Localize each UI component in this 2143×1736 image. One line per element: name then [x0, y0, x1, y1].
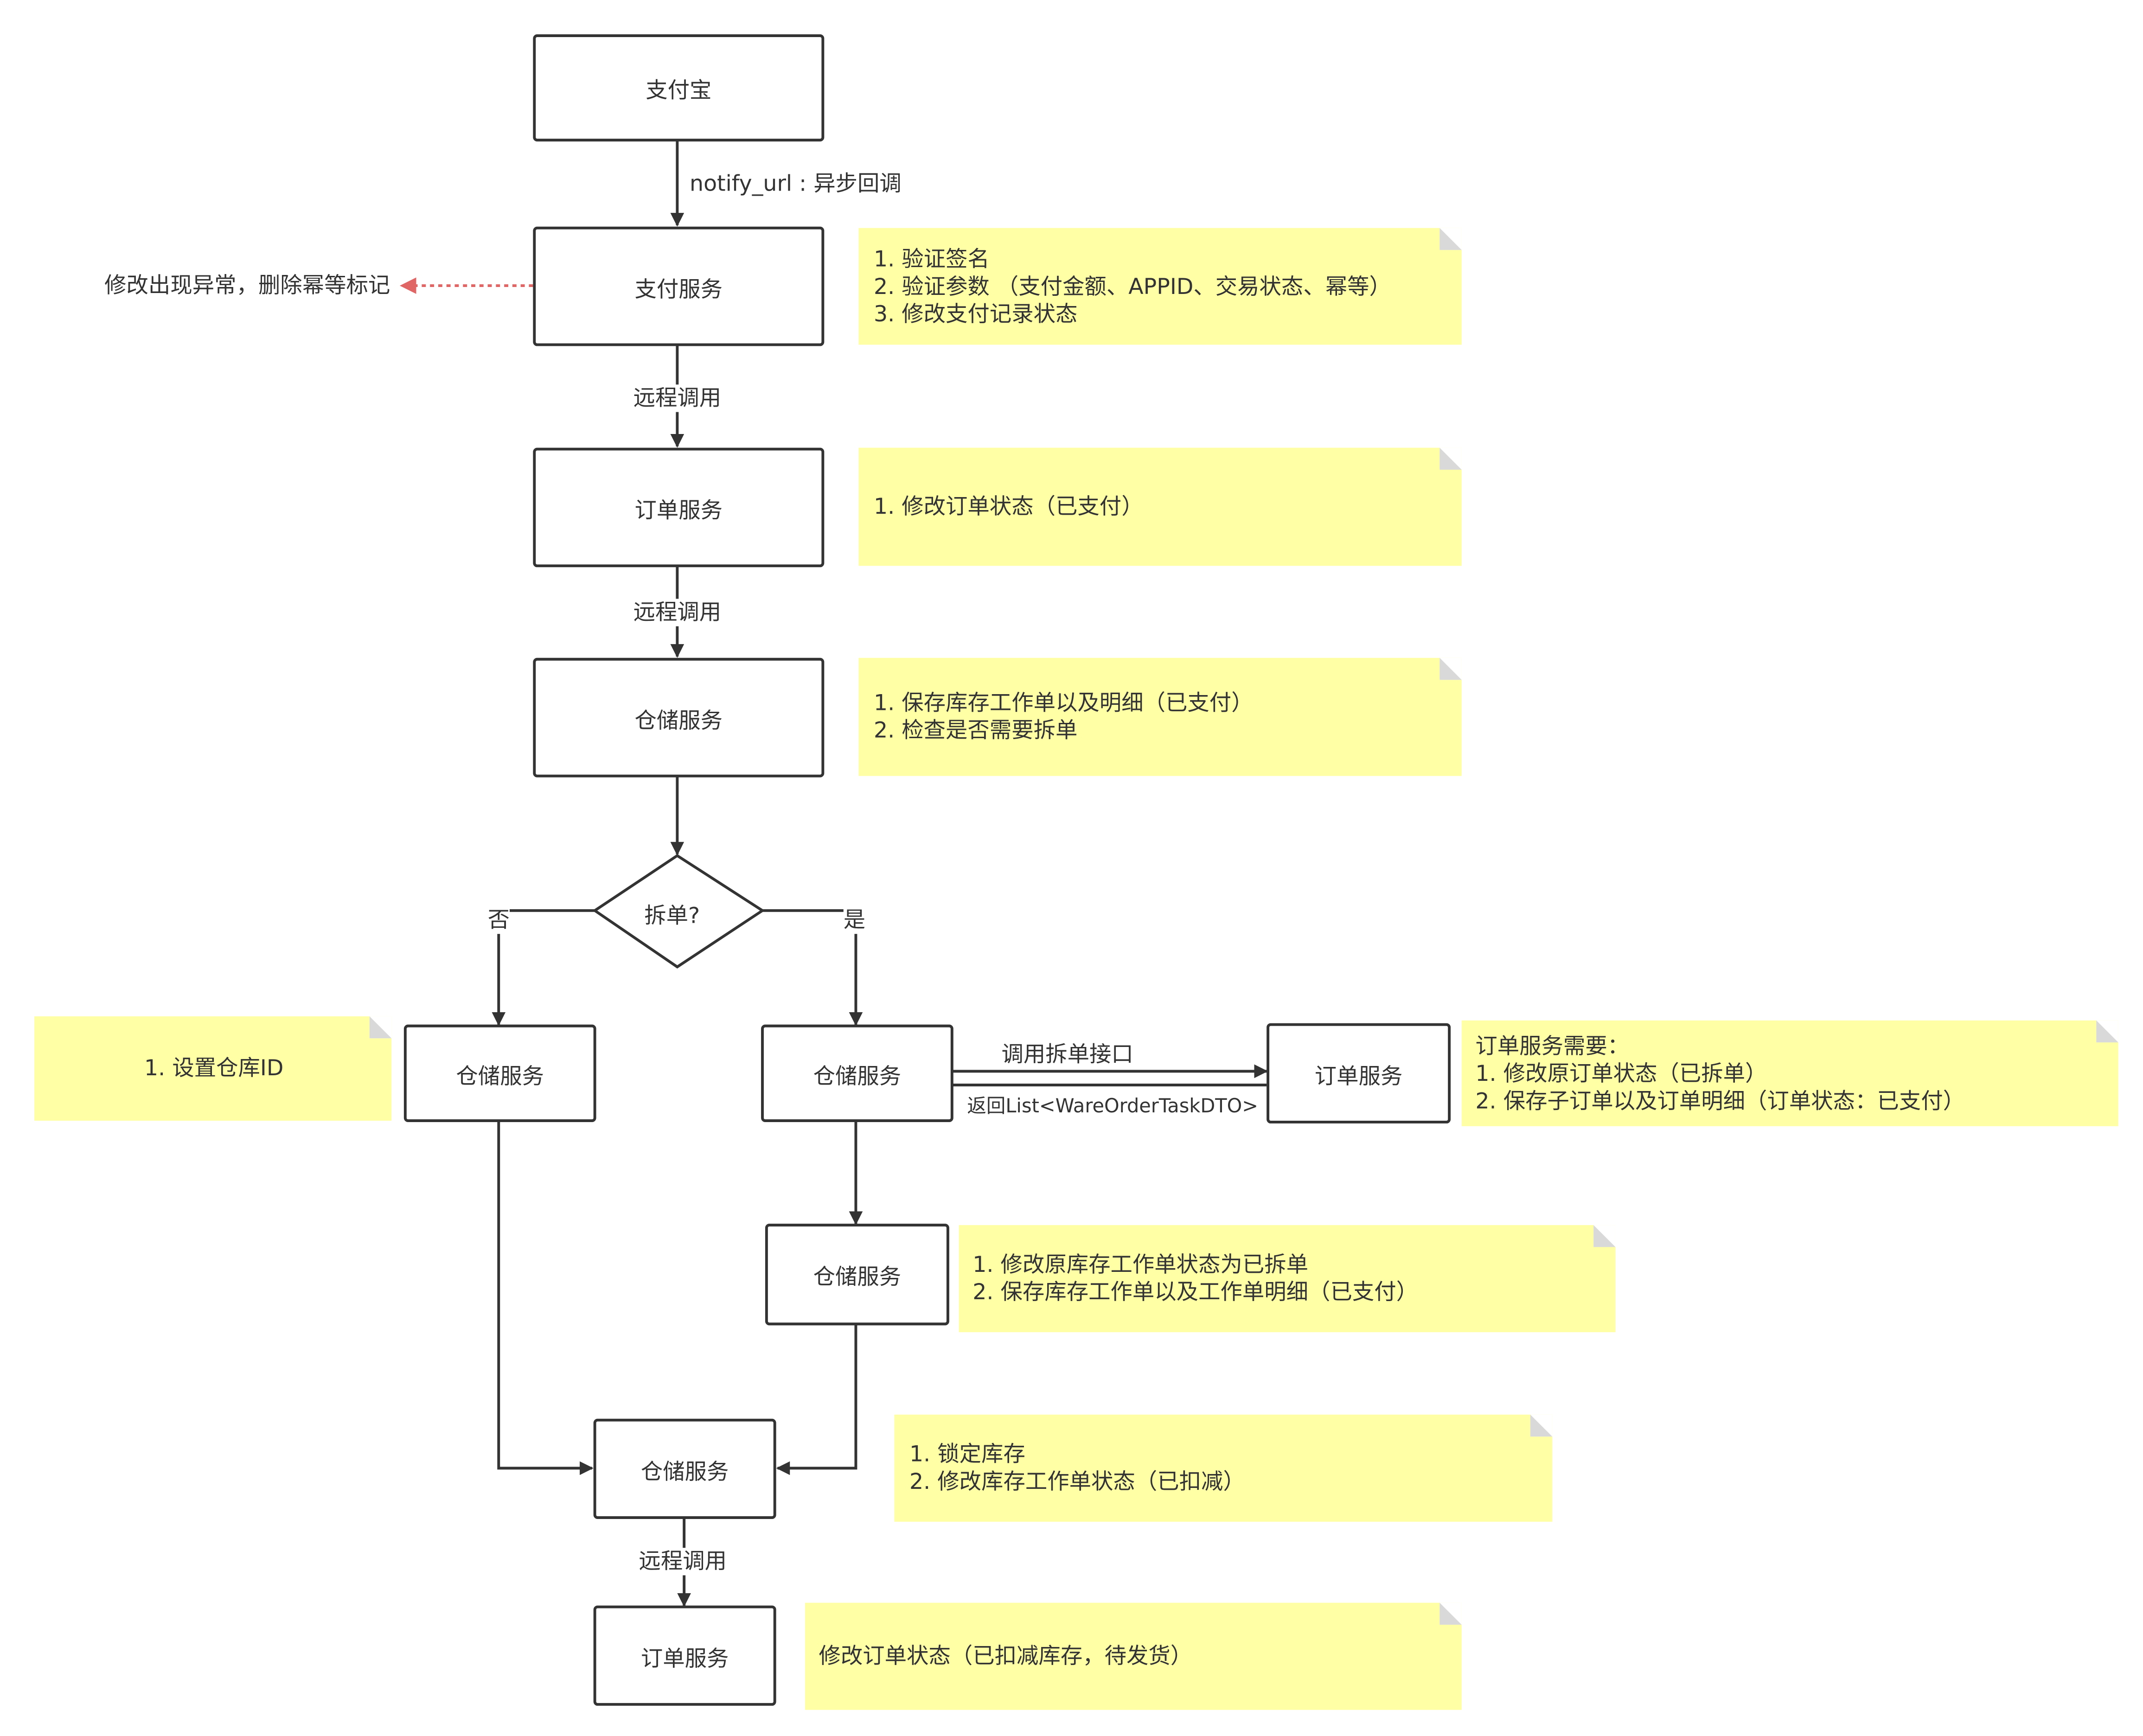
note-fold [1530, 1414, 1553, 1437]
ware-no-split-label: 仓储服务 [456, 1062, 544, 1089]
note-line: 2. 修改库存工作单状态（已扣减） [909, 1468, 1245, 1494]
note-line: 2. 保存库存工作单以及工作单明细（已支付） [972, 1278, 1419, 1305]
edge-decision-yes [762, 909, 863, 1026]
note-line: 2. 验证参数 （支付金额、APPID、交易状态、幂等） [873, 272, 1391, 299]
ware-split-2-box[interactable]: 仓储服务 [765, 1224, 949, 1326]
order-service-label: 订单服务 [634, 496, 723, 523]
note-pay: 1. 验证签名 2. 验证参数 （支付金额、APPID、交易状态、幂等） 3. … [858, 228, 1462, 345]
note-fold [369, 1016, 392, 1039]
note-final: 修改订单状态（已扣减库存，待发货） [805, 1602, 1462, 1710]
ware-split-box[interactable]: 仓储服务 [761, 1024, 953, 1122]
note-line: 1. 修改订单状态（已支付） [873, 493, 1144, 519]
pay-service-label: 支付服务 [634, 275, 723, 302]
remote-call-label-2: 远程调用 [633, 599, 722, 626]
error-note-label: 修改出现异常，删除幂等标记 [104, 272, 390, 298]
note-line: 1. 验证签名 [873, 245, 990, 271]
note-line: 订单服务需要： [1475, 1032, 1630, 1059]
note-fold [1439, 228, 1462, 250]
order-service-box[interactable]: 订单服务 [533, 447, 825, 568]
note-line: 2. 保存子订单以及订单明细（订单状态：已支付） [1475, 1087, 1965, 1113]
note-ware: 1. 保存库存工作单以及明细（已支付） 2. 检查是否需要拆单 [858, 657, 1462, 776]
note-fold [1593, 1225, 1616, 1247]
note-ware-lock: 1. 锁定库存 2. 修改库存工作单状态（已扣减） [894, 1414, 1553, 1522]
pay-service-box[interactable]: 支付服务 [533, 226, 825, 346]
note-line: 1. 设置仓库ID [144, 1054, 284, 1081]
decision-label: 拆单? [644, 902, 700, 929]
decision-diamond [592, 854, 765, 969]
note-fold [1439, 657, 1462, 680]
note-line: 3. 修改支付记录状态 [873, 300, 1078, 326]
note-ware-split-2: 1. 修改原库存工作单状态为已拆单 2. 保存库存工作单以及工作单明细（已支付） [959, 1225, 1616, 1333]
order-final-box[interactable]: 订单服务 [593, 1605, 776, 1706]
ware-service-box[interactable]: 仓储服务 [533, 657, 825, 778]
ware-lock-label: 仓储服务 [640, 1458, 729, 1484]
no-label: 否 [487, 906, 510, 934]
edge-ware2-to-lock [776, 1324, 857, 1475]
remote-call-label-1: 远程调用 [633, 384, 722, 412]
remote-call-label-3: 远程调用 [639, 1548, 727, 1576]
order-split-box[interactable]: 订单服务 [1267, 1023, 1451, 1123]
ware-split-label: 仓储服务 [813, 1062, 902, 1089]
ware-lock-box[interactable]: 仓储服务 [593, 1418, 776, 1519]
notify-label: notify_url : 异步回调 [690, 170, 902, 197]
note-no-split: 1. 设置仓库ID [34, 1016, 392, 1121]
note-fold [1439, 1602, 1462, 1625]
note-line: 1. 锁定库存 [909, 1441, 1025, 1467]
alipay-label: 支付宝 [646, 77, 712, 103]
ware-no-split-box[interactable]: 仓储服务 [403, 1024, 596, 1122]
edge-decision-no [492, 909, 595, 1026]
order-split-label: 订单服务 [1314, 1062, 1403, 1089]
note-fold [1439, 447, 1462, 470]
return-list-label: 返回List<WareOrderTaskDTO> [967, 1096, 1259, 1118]
ware-split-2-label: 仓储服务 [813, 1264, 902, 1290]
edge-nosplit-to-lock [497, 1120, 594, 1475]
note-line: 修改订单状态（已扣减库存，待发货） [819, 1642, 1193, 1669]
note-line: 1. 修改原订单状态（已拆单） [1475, 1059, 1767, 1086]
alipay-box[interactable]: 支付宝 [533, 34, 825, 142]
note-order: 1. 修改订单状态（已支付） [858, 447, 1462, 566]
note-line: 1. 修改原库存工作单状态为已拆单 [972, 1251, 1309, 1277]
note-line: 2. 检查是否需要拆单 [873, 717, 1078, 743]
ware-service-label: 仓储服务 [634, 706, 723, 733]
call-split-label: 调用拆单接口 [1001, 1041, 1133, 1067]
note-line: 1. 保存库存工作单以及明细（已支付） [873, 689, 1254, 716]
yes-label: 是 [843, 906, 866, 934]
order-final-label: 订单服务 [640, 1644, 729, 1671]
note-order-split: 订单服务需要： 1. 修改原订单状态（已拆单） 2. 保存子订单以及订单明细（订… [1461, 1020, 2118, 1126]
note-fold [2096, 1020, 2118, 1043]
